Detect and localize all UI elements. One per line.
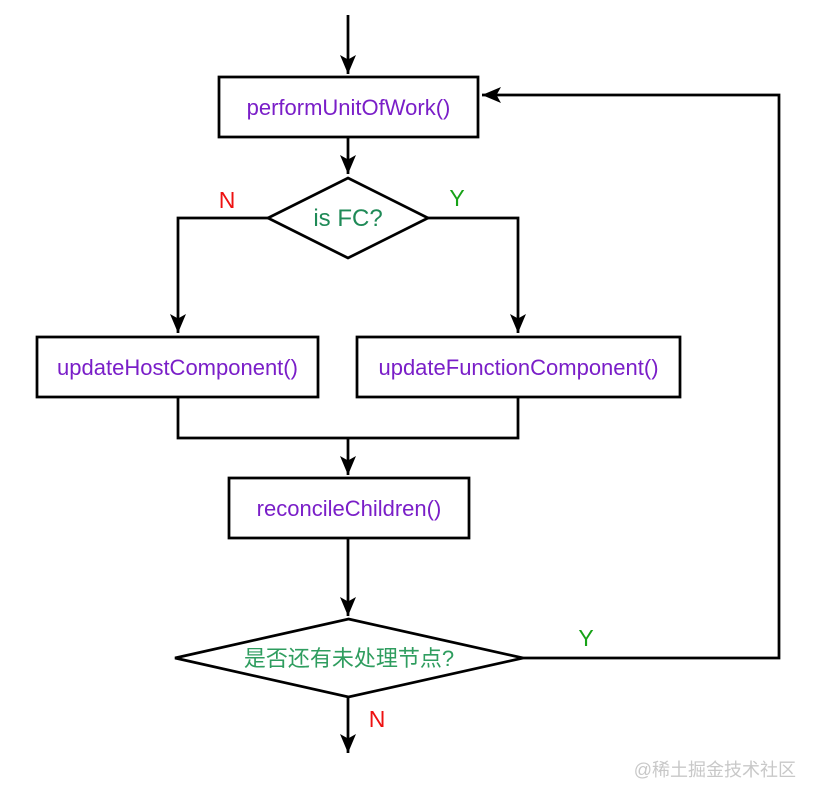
watermark: @稀土掘金技术社区 — [634, 760, 796, 780]
edge-isfc-yes — [428, 216, 526, 333]
hasmore-yes-label: Y — [578, 625, 593, 651]
is-fc-label: is FC? — [313, 205, 382, 232]
edge-merge — [176, 397, 520, 440]
update-host-component-node — [35, 335, 320, 399]
perform-unit-of-work-label: performUnitOfWork() — [247, 95, 451, 120]
hasmore-no-label: N — [369, 706, 386, 732]
edge-isfc-no — [170, 216, 268, 333]
isfc-no-label: N — [219, 187, 236, 213]
update-host-component-label: updateHostComponent() — [57, 355, 298, 380]
is-fc-diamond — [264, 176, 432, 260]
reconcile-children-label: reconcileChildren() — [257, 496, 442, 521]
isfc-yes-label: Y — [449, 185, 464, 211]
has-more-nodes-label: 是否还有未处理节点? — [244, 646, 454, 671]
update-function-component-label: updateFunctionComponent() — [378, 355, 658, 380]
edge-hasmore-yes-loop — [482, 87, 781, 660]
